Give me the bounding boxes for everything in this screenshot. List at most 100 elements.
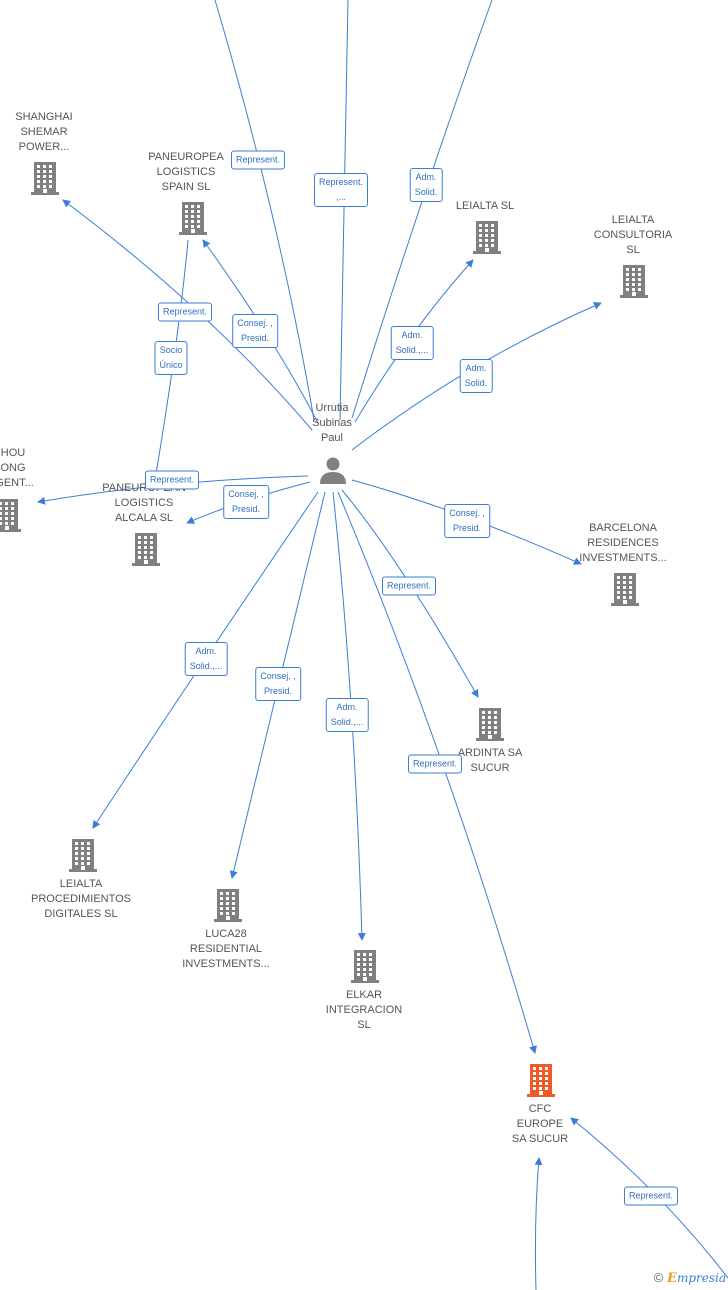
node-label-line: ALCALA SL <box>114 512 174 524</box>
relation-label-line: Consej. , <box>260 671 296 681</box>
node-label-line: RESIDENTIAL <box>189 943 263 955</box>
edges <box>37 0 728 1290</box>
elkar-label[interactable]: ELKAR INTEGRACION SL <box>326 988 402 1033</box>
person-label: Urrutia Subinas Paul <box>312 401 352 446</box>
relation-label-line: Presid. <box>240 333 269 343</box>
relation-label[interactable]: Represent. <box>381 576 437 596</box>
relation-label[interactable]: Adm.Solid. <box>409 168 443 202</box>
barcelona-building-icon[interactable] <box>611 571 639 607</box>
relation-label-line: Represent. <box>318 177 364 187</box>
node-label-line: SL <box>626 244 640 256</box>
relation-label[interactable]: Consej. , Presid. <box>232 314 278 348</box>
node-label-line: SUCUR <box>470 762 510 774</box>
relation-label-line: Presid. <box>231 504 260 514</box>
relation-label[interactable]: Adm. Solid.,... <box>184 642 228 676</box>
relation-label[interactable]: Adm. Solid. <box>459 359 493 393</box>
relation-label[interactable]: Represent. <box>144 470 200 490</box>
barcelona-label[interactable]: BARCELONA RESIDENCES INVESTMENTS... <box>579 521 666 566</box>
node-label-line: SPAIN SL <box>161 181 211 193</box>
node-label-line: ONG <box>0 462 26 474</box>
elkar-building-icon[interactable] <box>351 948 379 984</box>
copyright-symbol: © <box>653 1270 664 1285</box>
relation-label-line: Consej. , <box>228 489 264 499</box>
relation-label-line: Adm. <box>465 363 487 373</box>
node-label-line: CFC <box>528 1103 552 1115</box>
node-label-line: SHANGHAI <box>15 111 73 123</box>
relation-label-line: Solid.,... <box>189 661 223 671</box>
relation-label[interactable]: Adm.Solid.,... <box>325 698 369 732</box>
node-label-line: PANEUROPEA <box>148 151 224 163</box>
person-icon[interactable] <box>318 455 348 485</box>
brand-initial: E <box>667 1271 677 1286</box>
relation-label[interactable]: Represent. <box>623 1186 679 1206</box>
cfc-label[interactable]: CFC EUROPE SA SUCUR <box>512 1102 568 1147</box>
node-label-line: ARDINTA SA <box>457 747 523 759</box>
luca28-building-icon[interactable] <box>214 887 242 923</box>
relation-label[interactable]: Adm.Solid.,... <box>390 326 434 360</box>
relation-label[interactable]: Consej. , Presid. <box>223 485 269 519</box>
relation-label-line: Solid. <box>464 378 488 388</box>
relation-label-line: Presid. <box>452 523 481 533</box>
leialta-proc-label[interactable]: LEIALTA PROCEDIMIENTOS DIGITALES SL <box>31 877 131 922</box>
node-label-line: SL <box>357 1019 371 1031</box>
edge-cfc-bottom[interactable] <box>534 1157 543 1290</box>
leialta-proc-building-icon[interactable] <box>69 837 97 873</box>
shanghai-building-icon[interactable] <box>31 160 59 196</box>
cfc-building-icon[interactable] <box>527 1062 555 1098</box>
node-label-line: LEIALTA SL <box>455 200 515 212</box>
node-label-line: LOGISTICS <box>114 497 174 509</box>
node-label-line: SA SUCUR <box>511 1133 569 1145</box>
relation-label-line: Adm. <box>195 646 217 656</box>
node-label-line: SHEMAR <box>20 126 68 138</box>
person-label-line: Subinas <box>312 417 352 429</box>
relation-label-line: Adm. <box>415 172 437 182</box>
person-label-line: Urrutia <box>315 402 349 414</box>
node-label-line: INVESTMENTS... <box>579 552 667 564</box>
node-label-line: PROCEDIMIENTOS <box>30 893 132 905</box>
edge-top-1 <box>214 0 315 421</box>
leialta-consultoria-building-icon[interactable] <box>620 263 648 299</box>
node-label-line: ELKAR <box>345 989 383 1001</box>
relation-label-line: Solid.,... <box>395 345 429 355</box>
shanghai-label[interactable]: SHANGHAI SHEMAR POWER... <box>15 110 72 155</box>
node-label-line: DIGITALES SL <box>44 908 118 920</box>
brand-name: mpresia <box>676 1271 726 1285</box>
edge-to-luca28[interactable] <box>229 491 326 879</box>
relation-label-line: Consej. , <box>237 318 273 328</box>
node-label-line: LUCA28 <box>205 928 247 940</box>
relation-label[interactable]: Represent. <box>407 754 463 774</box>
ardinta-label[interactable]: ARDINTA SA SUCUR <box>458 746 523 776</box>
node-label-line: LEIALTA <box>59 878 103 890</box>
relation-label-line: Consej. , <box>449 508 485 518</box>
relation-label[interactable]: Consej. ,Presid. <box>255 667 301 701</box>
relation-label[interactable]: Consej. , Presid. <box>444 504 490 538</box>
node-label-line: IGENT... <box>0 477 34 489</box>
leialta-sl-building-icon[interactable] <box>473 219 501 255</box>
node-label-line: EUROPE <box>516 1118 564 1130</box>
node-label-line: INVESTMENTS... <box>182 958 270 970</box>
leialta-sl-label[interactable]: LEIALTA SL <box>456 199 514 214</box>
hou-label[interactable]: HOU ONG IGENT... <box>0 446 34 491</box>
watermark: © Empresia <box>654 1270 726 1286</box>
node-label-line: RESIDENCES <box>587 537 659 549</box>
person-label-line: Paul <box>320 432 344 444</box>
hou-building-icon[interactable] <box>0 497 21 533</box>
paneuropean-spain-building-icon[interactable] <box>179 200 207 236</box>
node-label-line: HOU <box>0 447 26 459</box>
node-label-line: POWER... <box>18 141 70 153</box>
ardinta-building-icon[interactable] <box>476 706 504 742</box>
node-label-line: BARCELONA <box>589 522 657 534</box>
relation-label[interactable]: Represent.,... <box>313 173 369 207</box>
edge-top-2 <box>339 0 349 421</box>
relation-label[interactable]: Represent. <box>230 150 286 170</box>
relation-label-line: Socio <box>159 345 183 355</box>
relation-label-line: ,... <box>335 192 346 202</box>
relation-label[interactable]: Represent. <box>157 302 213 322</box>
paneuropean-alcala-building-icon[interactable] <box>132 531 160 567</box>
node-label-line: LEIALTA <box>611 214 655 226</box>
node-label-line: INTEGRACION <box>325 1004 403 1016</box>
